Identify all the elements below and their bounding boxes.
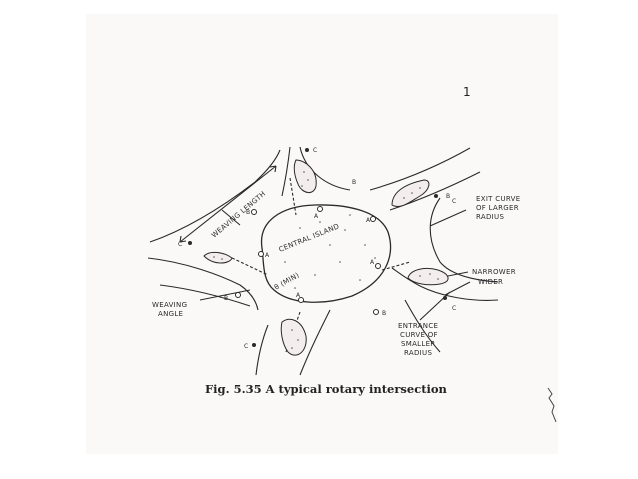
weaving-angle-leader [199,289,251,301]
island-north [293,159,317,193]
island-northeast [391,179,430,208]
marker-c-1: C [313,147,317,154]
marker-b-5: B [382,310,386,317]
theta-min-label: θ (MIN) [273,271,301,292]
marker-b-1: B [352,179,356,186]
entrance-curve-line-4: RADIUS [404,349,432,357]
weaving-length-label: WEAVING LENGTH [210,190,267,240]
central-island-label: CENTRAL ISLAND [278,222,341,254]
island-east [407,267,449,286]
island-south [280,318,307,356]
marker-a-4: A [370,259,375,266]
road-edge-west-lower [159,284,251,307]
entrance-curve-line-3: SMALLER [401,340,435,348]
road-edge-east-upper [429,197,499,283]
weaving-angle-line-1: WEAVING [152,301,187,309]
narrower-label: NARROWER [472,268,516,276]
figure-caption: Fig. 5.35 A typical rotary intersection [205,382,448,396]
weaving-length-dimension [179,165,277,243]
marker-a-1: A [314,213,319,220]
exit-curve-leader [429,209,467,227]
marker-c-3: C [178,241,182,248]
marker-b-3: B [246,209,250,216]
road-edge-ne [369,147,471,191]
exit-curve-line-3: RADIUS [476,213,504,221]
road-edge-south-right [299,309,331,376]
marker-b-2: B [446,193,450,200]
marker-c-2: C [452,198,456,205]
exit-curve-line-1: EXIT CURVE [476,195,521,203]
marker-a-3: A [265,252,270,259]
page-mark: 1 [463,85,471,99]
entrance-curve-line-1: ENTRANCE [398,322,438,330]
entrance-curve-line-2: CURVE OF [400,331,438,339]
weaving-angle-line-2: ANGLE [158,310,183,318]
road-edge-north-right [299,146,351,191]
island-stipple [213,171,439,349]
road-edge-sw [147,257,259,311]
road-edge-nw-upper [149,149,281,243]
central-island-outline [260,204,392,303]
marker-a-2: A [366,217,371,224]
scanned-page [86,14,558,454]
marker-a-5: A [296,292,301,299]
road-edge-east-lower [391,267,499,301]
road-edge-north-left [281,146,291,197]
marker-c-4: C [452,305,456,312]
wider-label: WIDER [478,278,503,286]
marker-c-5: C [244,343,248,350]
margin-scribble [547,387,557,423]
exit-curve-line-2: OF LARGER [476,204,519,212]
road-edge-se [404,299,441,353]
island-west [203,251,233,264]
marker-b-4: B [224,295,228,302]
road-edge-south-left [255,324,269,376]
